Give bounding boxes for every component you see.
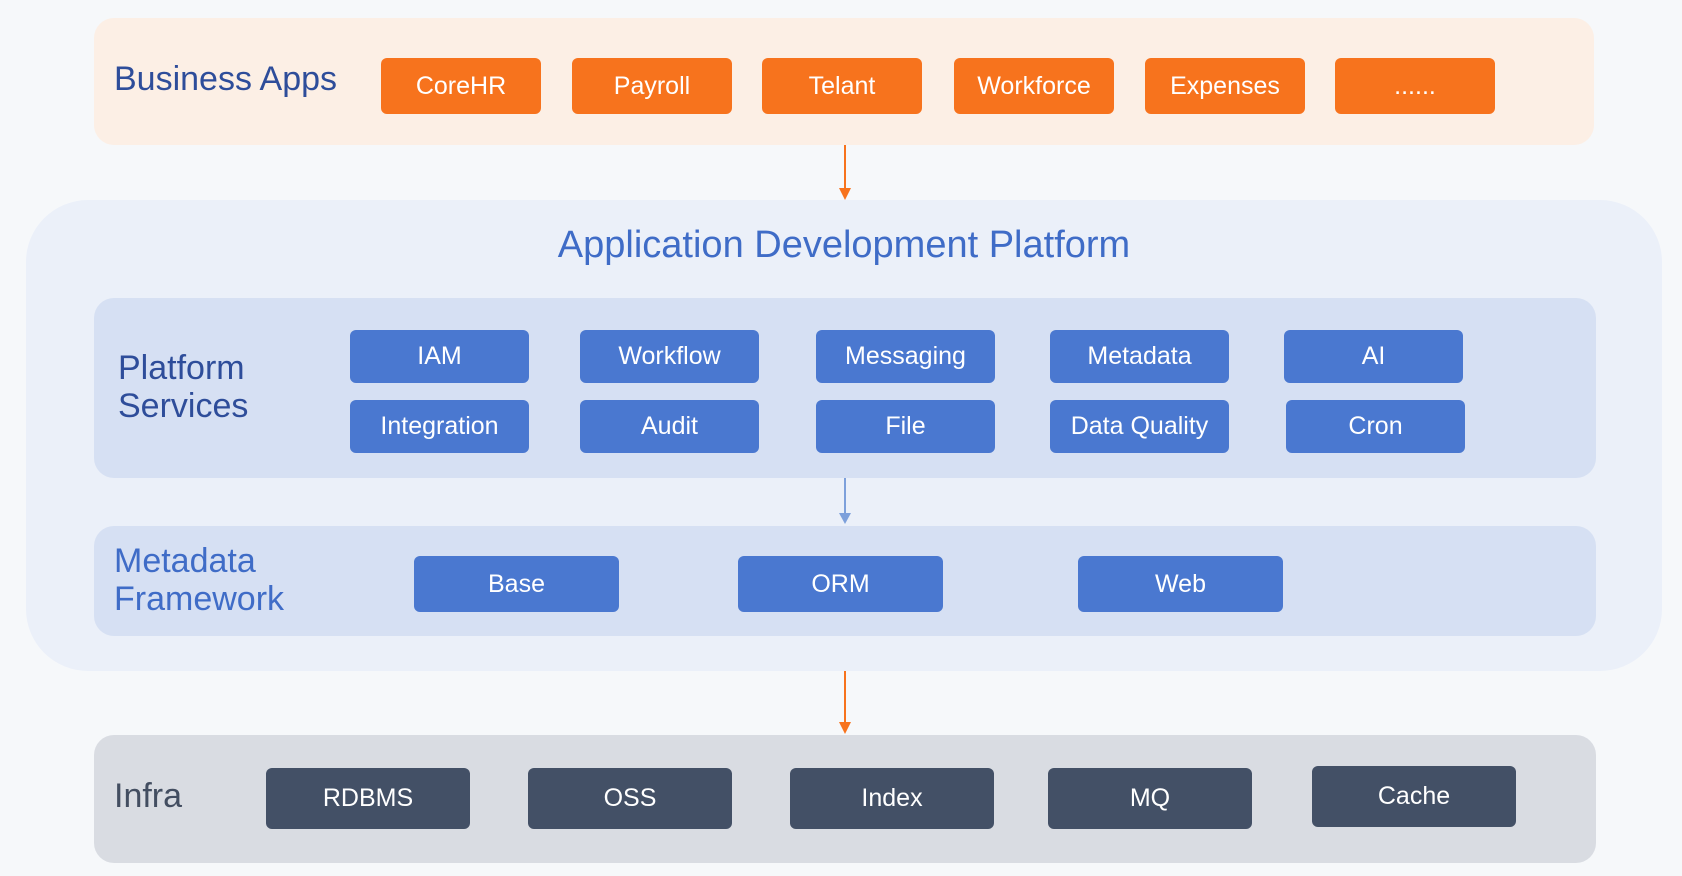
- framework-chip-base[interactable]: Base: [414, 556, 619, 612]
- arrow-down-icon: [839, 671, 851, 734]
- app-chip-corehr[interactable]: CoreHR: [381, 58, 541, 114]
- infra-chip-index[interactable]: Index: [790, 768, 994, 829]
- service-chip-data-quality[interactable]: Data Quality: [1050, 400, 1229, 453]
- arrow-down-icon: [839, 145, 851, 200]
- app-chip-telant[interactable]: Telant: [762, 58, 922, 114]
- arrow-services-to-framework: [838, 478, 852, 524]
- framework-chip-web[interactable]: Web: [1078, 556, 1283, 612]
- service-chip-audit[interactable]: Audit: [580, 400, 759, 453]
- service-chip-workflow[interactable]: Workflow: [580, 330, 759, 383]
- arrow-down-icon: [839, 478, 851, 524]
- infra-chip-mq[interactable]: MQ: [1048, 768, 1252, 829]
- app-chip-expenses[interactable]: Expenses: [1145, 58, 1305, 114]
- arrow-apps-to-platform: [838, 145, 852, 200]
- infra-chip-rdbms[interactable]: RDBMS: [266, 768, 470, 829]
- service-chip-file[interactable]: File: [816, 400, 995, 453]
- platform-title: Application Development Platform: [557, 224, 1131, 266]
- service-chip-integration[interactable]: Integration: [350, 400, 529, 453]
- service-chip-iam[interactable]: IAM: [350, 330, 529, 383]
- business-apps-label: Business Apps: [114, 60, 338, 98]
- service-chip-messaging[interactable]: Messaging: [816, 330, 995, 383]
- platform-services-label: Platform Services: [118, 349, 249, 425]
- app-chip-payroll[interactable]: Payroll: [572, 58, 732, 114]
- arrow-platform-to-infra: [838, 671, 852, 734]
- metadata-framework-label: Metadata Framework: [114, 542, 285, 618]
- framework-chip-orm[interactable]: ORM: [738, 556, 943, 612]
- service-chip-ai[interactable]: AI: [1284, 330, 1463, 383]
- infra-chip-cache[interactable]: Cache: [1312, 766, 1516, 827]
- service-chip-metadata[interactable]: Metadata: [1050, 330, 1229, 383]
- app-chip-workforce[interactable]: Workforce: [954, 58, 1114, 114]
- app-chip-more[interactable]: ......: [1335, 58, 1495, 114]
- infra-chip-oss[interactable]: OSS: [528, 768, 732, 829]
- service-chip-cron[interactable]: Cron: [1286, 400, 1465, 453]
- infra-label: Infra: [114, 777, 183, 815]
